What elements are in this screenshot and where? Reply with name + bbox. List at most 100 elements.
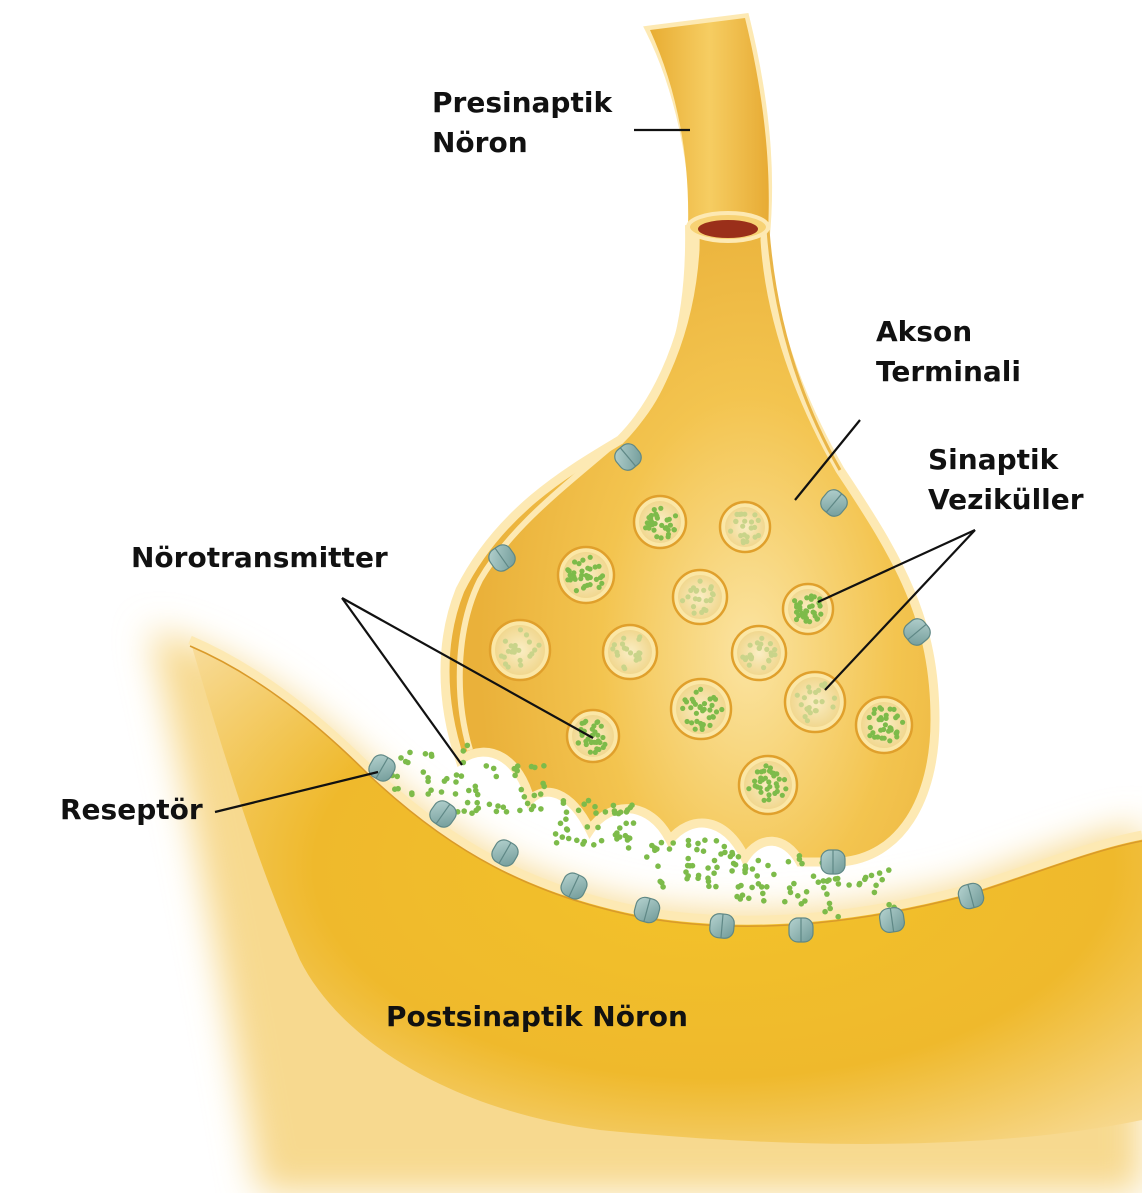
neurotransmitter-dot [592,564,598,570]
neurotransmitter-dot [862,874,869,881]
neurotransmitter-dot [691,610,697,616]
neurotransmitter-dot [879,876,885,883]
neurotransmitter-dot [583,572,589,579]
neurotransmitter-dot [438,789,445,795]
neurotransmitter-dot [572,576,578,582]
neurotransmitter-dot [793,609,800,615]
neurotransmitter-dot [748,525,754,531]
neurotransmitter-dot [595,824,601,831]
neurotransmitter-dot [702,837,708,843]
neurotransmitter-dot [441,778,448,784]
receptor [957,882,985,910]
neurotransmitter-dot [565,567,571,573]
neurotransmitter-dot [755,857,762,864]
neurotransmitter-dot [693,710,700,716]
neurotransmitter-dot [824,878,830,884]
neurotransmitter-dot [811,594,817,600]
neurotransmitter-dot [596,746,602,753]
neurotransmitter-dot [817,603,823,609]
neurotransmitter-dot [636,636,642,642]
neurotransmitter-dot [752,512,758,518]
neurotransmitter-dot [799,860,805,867]
neurotransmitter-dot [486,801,493,808]
neurotransmitter-dot [469,810,475,816]
neurotransmitter-dot [537,791,544,797]
neurotransmitter-dot [514,763,521,769]
neurotransmitter-dot [626,835,633,841]
receptor [491,839,519,867]
neurotransmitter-dot [729,868,735,874]
vesicle [718,500,772,554]
neurotransmitter-dot [771,770,777,777]
neurotransmitter-dot [680,705,686,712]
neurotransmitter-dot [685,855,691,862]
neurotransmitter-dot [541,783,547,790]
neurotransmitter-dot [752,534,758,540]
neurotransmitter-dot [807,604,813,610]
neurotransmitter-dot [705,875,711,881]
neurotransmitter-dot [830,704,836,710]
presynaptic-label-line1: Presinaptik [432,86,613,119]
neurotransmitter-dot [738,533,744,539]
neurotransmitter-dot [764,786,770,792]
vesicle [632,494,688,550]
receptor [820,849,846,875]
released-neurotransmitters [389,742,897,921]
neurotransmitter-dot [578,576,584,582]
neurotransmitter-dot [727,853,734,860]
neurotransmitter-dot [822,908,828,915]
neurotransmitter-dot [713,838,720,844]
neurotransmitter-dot [819,699,825,705]
postsynaptic-label: Postsinaptik Nöron [386,1000,688,1033]
neurotransmitter-dot [794,692,800,698]
neurotransmitter-dot [653,511,659,517]
neurotransmitter-dot [679,598,686,604]
neurotransmitter-dot [738,511,745,517]
neurotransmitter-dot [719,706,725,713]
neurotransmitter-dot [703,598,709,604]
neurotransmitter-dot [761,797,767,803]
neurotransmitter-dot [796,856,803,862]
neurotransmitter-dot [493,773,500,780]
neurotransmitter-dot [697,578,703,584]
neurotransmitter-dot [524,800,531,807]
neurotransmitter-dot [782,898,788,905]
neurotransmitter-dot [867,733,873,739]
neurotransmitter-dot [473,807,480,814]
neurotransmitter-dot [602,809,609,815]
neurotransmitter-dot [581,801,587,807]
neurotransmitter-dot [536,642,542,648]
neurotransmitter-dot [690,604,697,610]
neurotransmitter-dot [695,840,701,847]
neurotransmitter-dot [689,720,695,726]
neurotransmitter-dot [563,816,569,822]
neurotransmitter-dot [563,809,570,815]
neurotransmitter-dot [812,708,819,714]
neurotransmitter-dot [596,584,602,591]
neurotransmitter-dot [573,588,580,594]
synaptic-vesicles [488,494,914,816]
neurotransmitter-dot [580,557,586,563]
neurotransmitter-dot [820,884,827,891]
neurotransmitter-dot [587,582,593,588]
neurotransmitter-dot [793,616,800,623]
neurotransmitter-dot [813,689,819,696]
vesicles-label-line2: Veziküller [928,483,1084,516]
vesicle [737,754,799,816]
neurotransmitter-dot [698,720,704,727]
neurotransmitter-dot [749,884,755,891]
neurotransmitter-dot [587,574,593,581]
neurotransmitter-dot [591,842,597,848]
neurotransmitter-dot [754,873,760,879]
neurotransmitter-dot [876,870,883,876]
neurotransmitter-dot [742,518,748,524]
neurotransmitter-dot [709,702,715,709]
neurotransmitter-dot [803,608,809,614]
neurotransmitter-dot [671,527,678,533]
neurotransmitter-dot [474,799,481,806]
neurotransmitter-dot [420,769,427,775]
neurotransmitter-dot [711,857,718,864]
neurotransmitter-dot [692,726,698,732]
neurotransmitter-dot [614,836,620,842]
neurotransmitter-dot [687,863,693,869]
